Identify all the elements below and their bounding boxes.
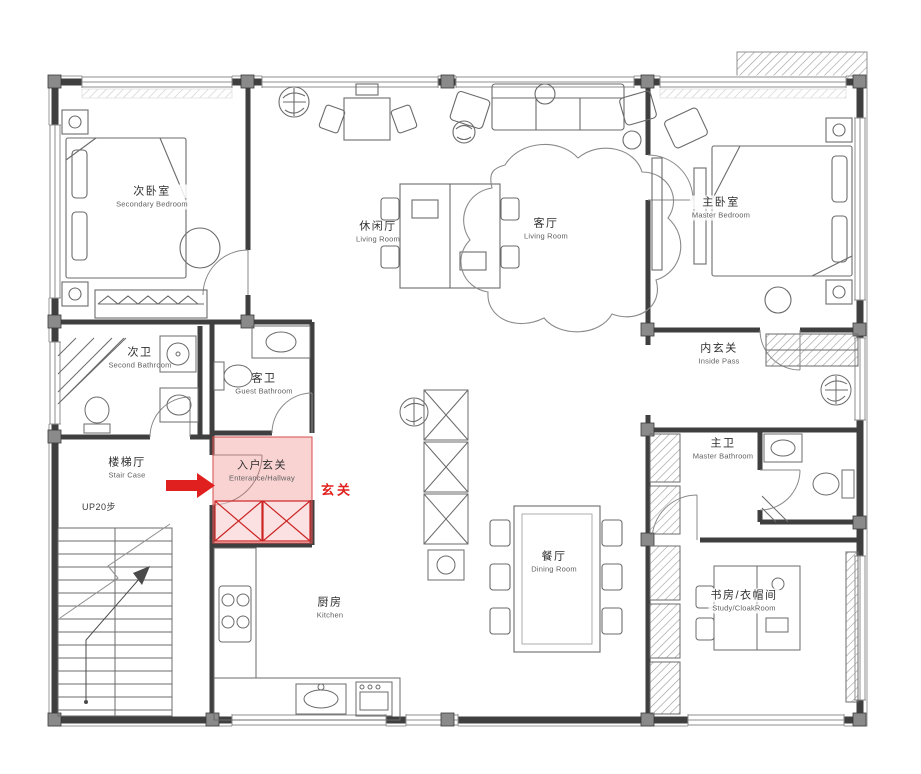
leisure-room-furniture	[278, 83, 520, 289]
guest-bathroom-fixtures	[213, 325, 311, 391]
master-bedroom-furniture	[651, 107, 853, 314]
interior-walls	[55, 82, 860, 720]
window-sills	[81, 88, 847, 99]
plant-icon	[399, 397, 429, 427]
master-bathroom-fixtures	[761, 433, 855, 523]
plant-icon	[820, 374, 852, 406]
secondary-bedroom-furniture	[61, 109, 221, 319]
structural-columns	[47, 74, 867, 727]
cloud-rug	[460, 144, 682, 333]
shoe-cabinets	[214, 500, 311, 542]
plant-icon	[278, 86, 310, 118]
entrance-arrow-icon	[166, 473, 215, 498]
entrance-highlight	[166, 436, 313, 544]
staircase	[57, 523, 173, 717]
windows	[48, 75, 867, 727]
inside-pass-closet	[765, 333, 859, 406]
second-bathroom-fixtures	[57, 335, 199, 434]
kitchen-furniture	[213, 547, 401, 721]
living-room-furniture	[449, 83, 682, 333]
closet-cells	[649, 433, 681, 715]
dining-room-furniture	[489, 505, 623, 653]
plant-icon	[452, 120, 476, 144]
tall-cabinet-column	[399, 389, 469, 581]
study-furniture	[649, 433, 859, 715]
